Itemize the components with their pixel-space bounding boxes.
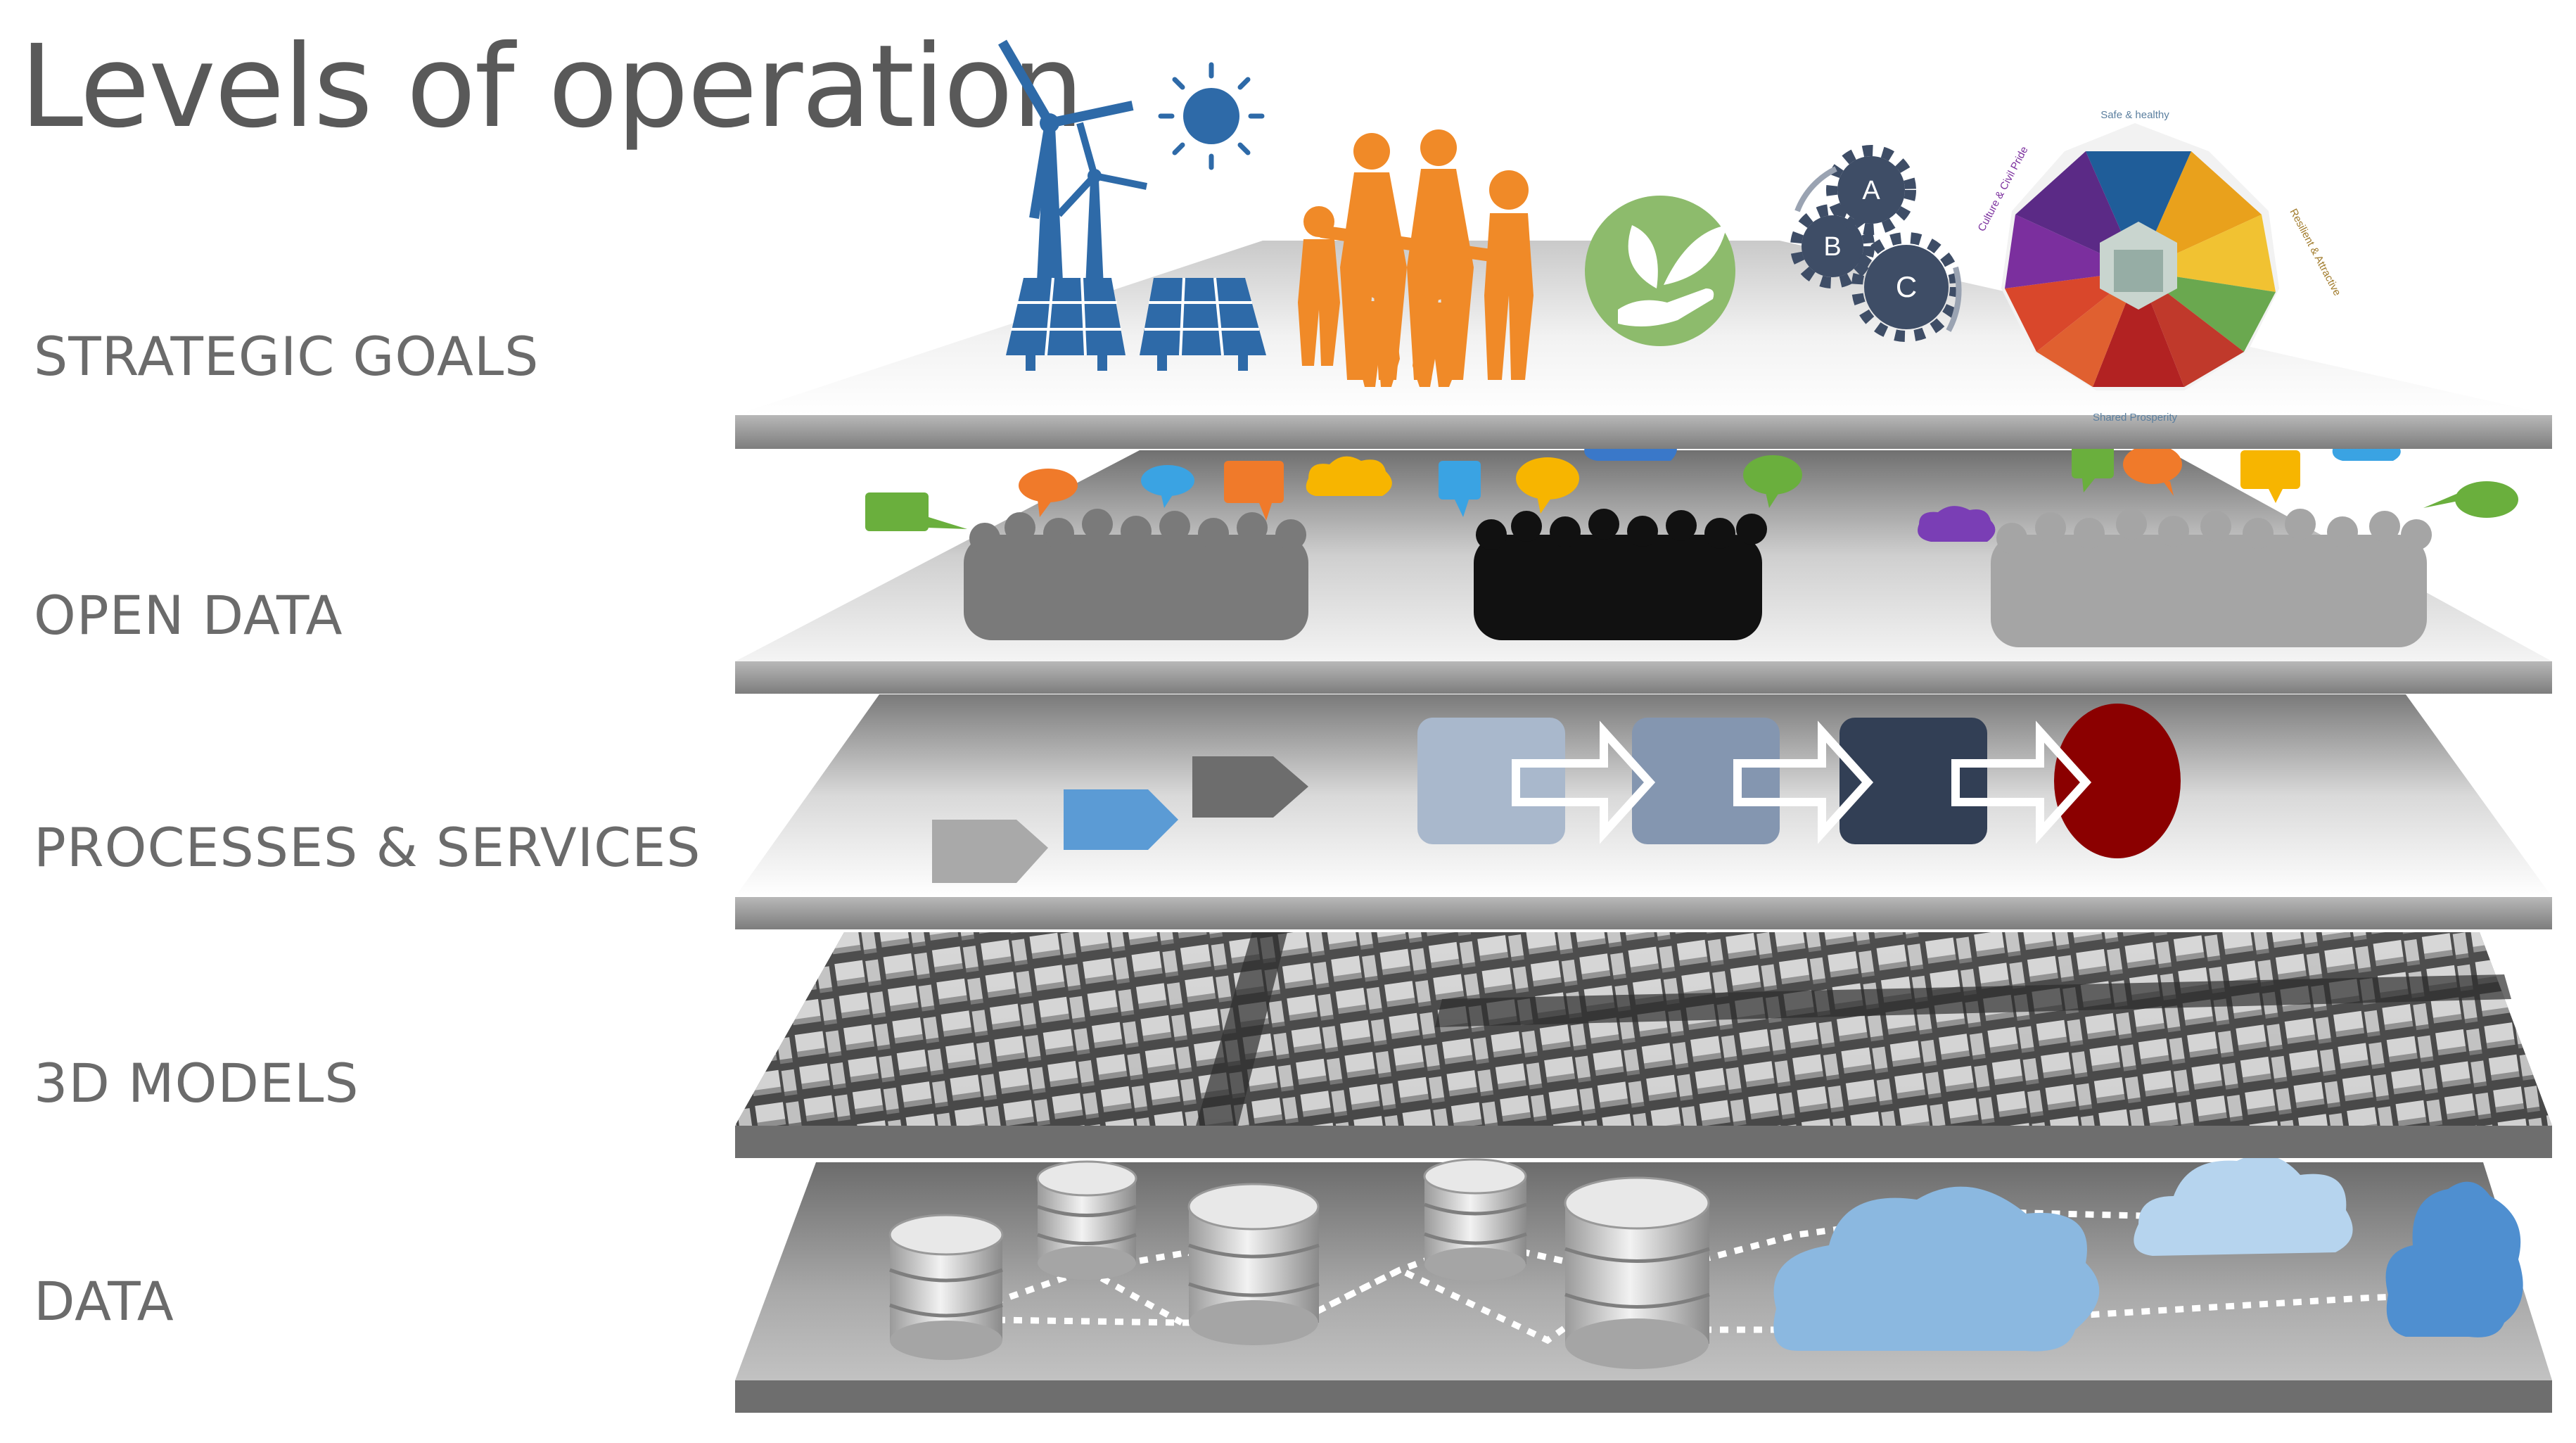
speech-bubble-icon xyxy=(2123,445,2182,496)
layer-processes-services xyxy=(735,694,2552,929)
speech-bubble-icon xyxy=(1224,461,1284,521)
gear-label-b: B xyxy=(1823,232,1841,262)
process-flow-arrows xyxy=(1512,720,2092,844)
database-icon xyxy=(1187,1183,1320,1345)
speech-bubble-icon xyxy=(1306,456,1392,496)
family-icon xyxy=(1298,129,1534,387)
speech-bubble-icon xyxy=(1141,465,1194,508)
process-step-1 xyxy=(1417,718,1565,844)
speech-bubble-icon xyxy=(2423,481,2518,518)
leaf-hand-icon xyxy=(1585,196,1735,346)
database-icon xyxy=(1423,1158,1527,1281)
wheel-top-label: Safe & healthy xyxy=(2100,109,2169,121)
city-blocks xyxy=(735,932,2552,1126)
cloud-icon xyxy=(1773,1186,2100,1352)
crowd-silhouette-icon xyxy=(964,509,1308,640)
solar-panel-icon xyxy=(1006,277,1126,371)
layer-strategic-goals: A B C Safe & healthy Shared Pr xyxy=(735,39,2552,449)
wind-turbine-icon xyxy=(1056,122,1147,303)
speech-bubble-icon xyxy=(2072,440,2114,492)
gear-label-c: C xyxy=(1896,270,1917,303)
layer-processes-edge xyxy=(735,897,2552,929)
layer-data xyxy=(735,1155,2552,1413)
layer-label-processes-services: PROCESSES & SERVICES xyxy=(34,816,701,879)
layer-label-3d-models: 3D MODELS xyxy=(34,1052,359,1114)
layer-label-open-data: OPEN DATA xyxy=(34,584,343,647)
layer-3d-edge xyxy=(735,1126,2552,1158)
process-arrow-icon xyxy=(1192,756,1308,818)
layer-data-edge xyxy=(735,1380,2552,1413)
wind-turbine-icon xyxy=(997,39,1134,295)
process-end xyxy=(2054,704,2181,858)
process-step-3 xyxy=(1839,718,1987,844)
layer-open-data xyxy=(735,424,2552,694)
layer-strategic-edge xyxy=(735,415,2552,449)
process-step-2 xyxy=(1632,718,1780,844)
gears-icon: A B C xyxy=(1790,145,1962,342)
speech-bubble-icon xyxy=(865,492,967,531)
process-arrow-icon xyxy=(1064,789,1178,850)
page-title: Levels of operation xyxy=(20,21,1084,153)
speech-bubble-icon xyxy=(2240,450,2300,503)
wheel-bottom-label: Shared Prosperity xyxy=(2093,412,2178,424)
layer-label-strategic-goals: STRATEGIC GOALS xyxy=(34,325,540,388)
database-icon xyxy=(1564,1176,1710,1369)
layer-label-data: DATA xyxy=(34,1270,174,1333)
speech-bubble-icon xyxy=(1439,461,1481,517)
wheel-right-label: Resilient & Attractive xyxy=(2287,207,2343,298)
database-icon xyxy=(888,1214,1004,1360)
database-icon xyxy=(1036,1160,1137,1280)
layer-open-data-edge xyxy=(735,661,2552,694)
cloud-icon xyxy=(2134,1155,2353,1256)
speech-bubble-icon xyxy=(1743,455,1802,508)
gear-label-a: A xyxy=(1862,176,1880,205)
layer-3d-models xyxy=(735,932,2552,1158)
solar-panel-icon xyxy=(1140,277,1266,371)
speech-bubble-icon xyxy=(1918,506,1996,542)
cloud-icon xyxy=(2385,1181,2523,1337)
crowd-silhouette-icon xyxy=(1991,509,2432,647)
speech-bubble-icon xyxy=(1019,469,1078,517)
speech-bubble-icon xyxy=(1516,457,1579,514)
sun-icon xyxy=(1158,62,1265,170)
crowd-silhouette-icon xyxy=(1474,509,1767,640)
process-arrow-icon xyxy=(932,820,1048,883)
